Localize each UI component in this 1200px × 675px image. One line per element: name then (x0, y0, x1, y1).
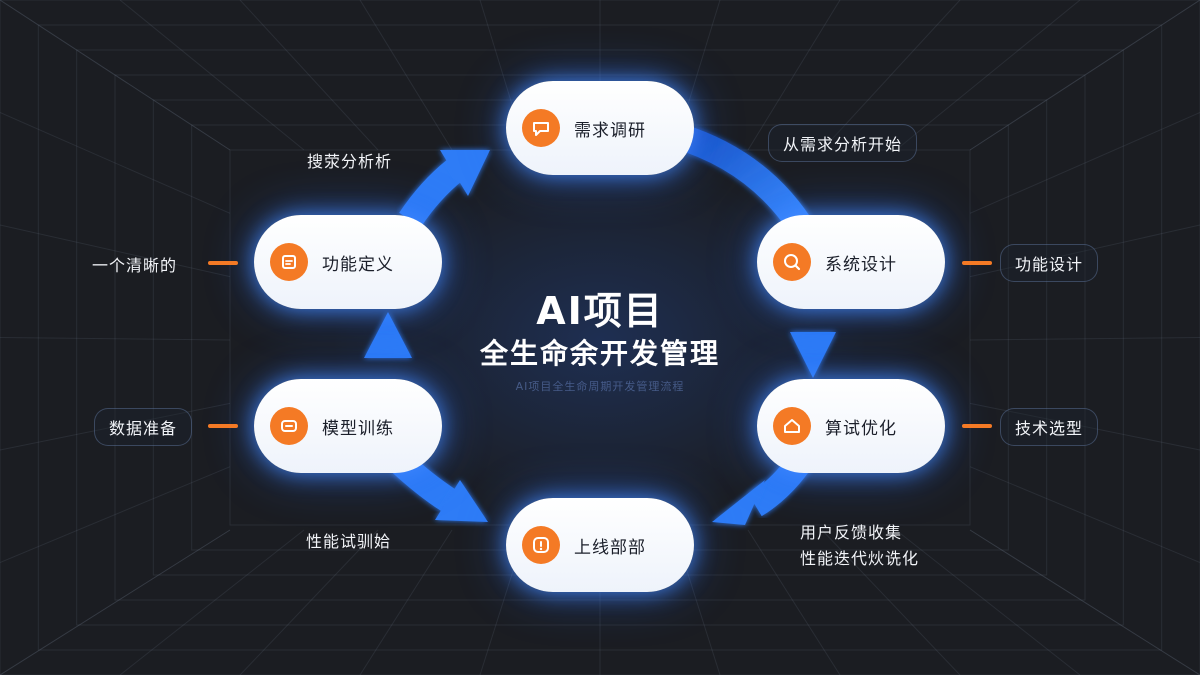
grid-frame (114, 74, 1086, 601)
grid-line (895, 0, 1081, 151)
node-label: 系统设计 (825, 254, 897, 275)
grid-line (0, 0, 231, 151)
document-icon (270, 243, 308, 281)
connector-dash-right-lower (962, 424, 992, 428)
grid-line (0, 112, 231, 214)
arrowhead-func-to-research (440, 150, 490, 196)
node-label: 需求调研 (574, 120, 646, 141)
grid-line (969, 0, 1200, 151)
node-function-definition[interactable]: 功能定义 (254, 215, 442, 309)
grid-line (0, 0, 231, 151)
grid-line (969, 529, 1200, 675)
grid-line (821, 529, 961, 675)
diagram-caption: AI项目全生命周期开发管理流程 (515, 380, 685, 393)
grid-line (895, 529, 1081, 675)
grid-line (239, 0, 379, 151)
grid-line (0, 402, 231, 451)
grid-line (0, 337, 231, 341)
grid-frame (37, 24, 1163, 651)
arrow-research-to-design (685, 127, 811, 233)
grid-line (747, 529, 841, 675)
grid-line (0, 224, 231, 278)
grid-line (0, 529, 231, 675)
arrowhead-algo-to-deploy (712, 480, 765, 525)
grid-line (0, 529, 231, 675)
grid-line (969, 337, 1200, 341)
arrowhead-train-to-func (364, 312, 412, 358)
chip-icon (270, 407, 308, 445)
annotation-left-upper: 一个清晰的 (92, 256, 178, 275)
grid-line (119, 0, 305, 151)
node-label: 上线部部 (574, 537, 646, 558)
grid-line (969, 466, 1200, 563)
grid-line (119, 529, 305, 675)
grid-line (969, 0, 1200, 151)
connector-dash-right-upper (962, 261, 992, 265)
grid-line (359, 0, 453, 151)
home-icon (773, 407, 811, 445)
diagram-title: AI项目 (536, 289, 664, 333)
annotation-right-lower: 技术选型 (1000, 408, 1099, 446)
arrow-func-to-research (399, 159, 464, 228)
annotation-top-left: 搜荥分析析 (307, 152, 393, 171)
arrowhead-design-to-algo (790, 332, 836, 378)
annotation-left-lower: 数据准备 (94, 408, 193, 446)
annotation-bottom-right-2: 性能迭代炏诜化 (800, 549, 920, 568)
node-label: 模型训练 (322, 418, 394, 439)
annotation-top-right: 从需求分析开始 (768, 124, 918, 162)
connector-dash-left-upper (208, 261, 238, 265)
node-deploy[interactable]: 上线部部 (506, 498, 694, 592)
node-label: 算试优化 (825, 418, 897, 439)
grid-line (0, 466, 231, 563)
node-algo-optimization[interactable]: 算试优化 (757, 379, 945, 473)
node-system-design[interactable]: 系统设计 (757, 215, 945, 309)
grid-line (359, 529, 453, 675)
node-model-training[interactable]: 模型训练 (254, 379, 442, 473)
grid-line (969, 529, 1200, 675)
node-research[interactable]: 需求调研 (506, 81, 694, 175)
diagram-subtitle: 全生命余开发管理 (479, 337, 720, 370)
grid-line (747, 0, 841, 151)
arrowhead-train-to-deploy (435, 480, 488, 522)
chat-bubble-icon (522, 109, 560, 147)
annotation-right-upper: 功能设计 (1000, 244, 1099, 282)
node-label: 功能定义 (322, 254, 394, 275)
alert-icon (522, 526, 560, 564)
search-icon (773, 243, 811, 281)
grid-line (821, 0, 961, 151)
annotation-bottom-left: 性能试驯姶 (306, 532, 392, 551)
grid-frame (76, 49, 1124, 626)
grid-line (969, 112, 1200, 214)
annotation-bottom-right-1: 用户反馈收集 (800, 523, 903, 542)
connector-dash-left-lower (208, 424, 238, 428)
grid-line (239, 529, 379, 675)
